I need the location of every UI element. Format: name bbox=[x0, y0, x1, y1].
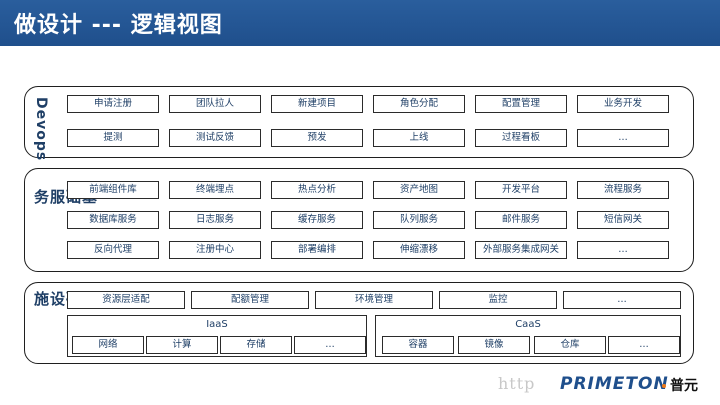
service-item: 资产地图 bbox=[373, 181, 465, 199]
layer-base-services: 基 础 服 务 前端组件库 终端埋点 热点分析 资产地图 开发平台 流程服务 数… bbox=[24, 168, 694, 272]
service-item: 邮件服务 bbox=[475, 211, 567, 229]
infra-item: 资源层适配 bbox=[67, 291, 185, 309]
watermark-text: http bbox=[498, 374, 536, 393]
service-item: 前端组件库 bbox=[67, 181, 159, 199]
service-item: 伸缩漂移 bbox=[373, 241, 465, 259]
page-title: 做设计 --- 逻辑视图 bbox=[14, 13, 223, 38]
devops-item: 申请注册 bbox=[67, 95, 159, 113]
iaas-group: IaaS 网络 计算 存储 … bbox=[67, 315, 367, 357]
service-item: 终端埋点 bbox=[169, 181, 261, 199]
devops-item: 过程看板 bbox=[475, 129, 567, 147]
devops-item: 提测 bbox=[67, 129, 159, 147]
service-item: 开发平台 bbox=[475, 181, 567, 199]
devops-item: 新建项目 bbox=[271, 95, 363, 113]
service-item: 部署编排 bbox=[271, 241, 363, 259]
devops-item: 角色分配 bbox=[373, 95, 465, 113]
layer-devops: Devops 申请注册 团队拉人 新建项目 角色分配 配置管理 业务开发 提测 … bbox=[24, 86, 694, 162]
label-char: 务 bbox=[32, 189, 50, 204]
title-bar: 做设计 --- 逻辑视图 bbox=[0, 0, 720, 46]
caas-item: 镜像 bbox=[458, 336, 530, 354]
iaas-title: IaaS bbox=[206, 319, 228, 330]
devops-item: 团队拉人 bbox=[169, 95, 261, 113]
logo-dot bbox=[662, 384, 666, 388]
infra-item: … bbox=[563, 291, 681, 309]
layer-label-devops: Devops bbox=[33, 97, 49, 162]
service-item: 流程服务 bbox=[577, 181, 669, 199]
iaas-item: 计算 bbox=[146, 336, 218, 354]
caas-group: CaaS 容器 镜像 仓库 … bbox=[375, 315, 681, 357]
layer-infrastructure: 基 础 设 施 资源层适配 配额管理 环境管理 监控 … IaaS 网络 计算 … bbox=[24, 282, 694, 364]
devops-item: 配置管理 bbox=[475, 95, 567, 113]
service-item: 热点分析 bbox=[271, 181, 363, 199]
caas-item: 容器 bbox=[382, 336, 454, 354]
iaas-item: 存储 bbox=[220, 336, 292, 354]
infra-item: 环境管理 bbox=[315, 291, 433, 309]
logo-cn-text: 普元 bbox=[670, 378, 698, 394]
devops-item: 测试反馈 bbox=[169, 129, 261, 147]
infra-item: 配额管理 bbox=[191, 291, 309, 309]
devops-item: … bbox=[577, 129, 669, 147]
logo-wordmark: PRIMETON bbox=[560, 374, 669, 394]
service-item: 注册中心 bbox=[169, 241, 261, 259]
service-item: 缓存服务 bbox=[271, 211, 363, 229]
iaas-item: 网络 bbox=[72, 336, 144, 354]
label-char: 设 bbox=[48, 291, 66, 306]
infra-item: 监控 bbox=[439, 291, 557, 309]
devops-item: 预发 bbox=[271, 129, 363, 147]
service-item: 日志服务 bbox=[169, 211, 261, 229]
service-item: … bbox=[577, 241, 669, 259]
service-item: 数据库服务 bbox=[67, 211, 159, 229]
label-char: 服 bbox=[48, 189, 66, 204]
iaas-item: … bbox=[294, 336, 366, 354]
service-item: 反向代理 bbox=[67, 241, 159, 259]
service-item: 短信网关 bbox=[577, 211, 669, 229]
primeton-logo: PRIMETON 普元 bbox=[560, 374, 710, 396]
service-item: 外部服务集成网关 bbox=[475, 241, 567, 259]
devops-item: 上线 bbox=[373, 129, 465, 147]
caas-item: … bbox=[608, 336, 680, 354]
label-char: 施 bbox=[32, 291, 50, 306]
devops-item: 业务开发 bbox=[577, 95, 669, 113]
caas-item: 仓库 bbox=[534, 336, 606, 354]
caas-title: CaaS bbox=[515, 319, 541, 330]
service-item: 队列服务 bbox=[373, 211, 465, 229]
